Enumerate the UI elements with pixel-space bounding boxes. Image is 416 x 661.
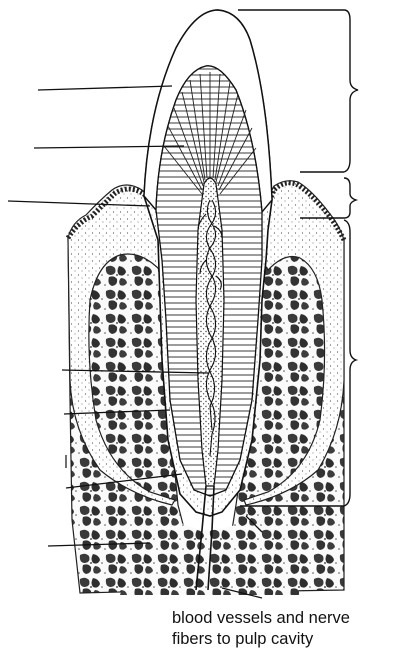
caption-line-2: fibers to pulp cavity <box>172 629 412 649</box>
caption-line-1: blood vessels and nerve <box>172 608 412 628</box>
